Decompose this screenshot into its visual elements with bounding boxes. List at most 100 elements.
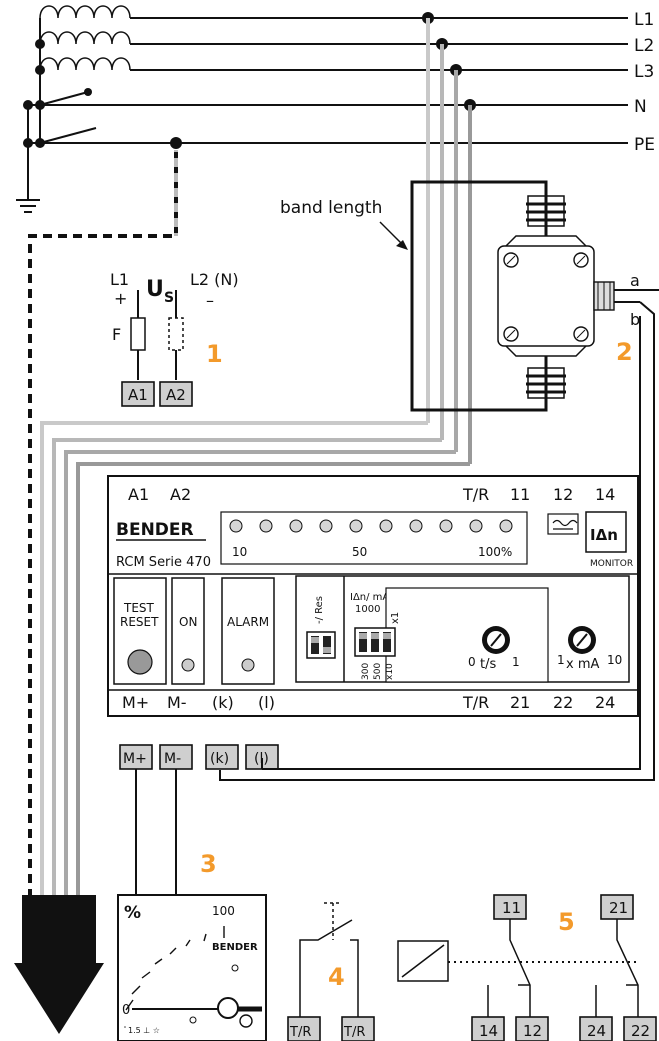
knob2-unit: x mA bbox=[566, 657, 599, 672]
device-terminal: 11 bbox=[510, 485, 530, 504]
relay-terminal bbox=[579, 1016, 613, 1041]
meter-brand: BENDER bbox=[212, 942, 258, 953]
band-length-label: band length bbox=[280, 198, 382, 218]
ext-terminal: M+ bbox=[123, 751, 147, 767]
device-terminal: T/R bbox=[462, 693, 489, 712]
led-2 bbox=[259, 519, 273, 533]
device-terminal: 24 bbox=[595, 693, 615, 712]
pe-dashed bbox=[28, 150, 178, 930]
on-label: ON bbox=[179, 615, 197, 629]
device-terminal: 21 bbox=[510, 693, 530, 712]
dip1-label: -/ Res bbox=[314, 596, 325, 624]
led-row bbox=[229, 519, 513, 533]
current-transformer bbox=[219, 195, 659, 781]
relay-terminal bbox=[471, 1016, 505, 1041]
led-7 bbox=[409, 519, 423, 533]
supply-number: 1 bbox=[206, 340, 223, 368]
switch-terminal bbox=[287, 1016, 321, 1041]
transformer-number: 2 bbox=[616, 338, 633, 366]
alarm-label: ALARM bbox=[227, 615, 269, 629]
led-8 bbox=[439, 519, 453, 533]
device-terminal: M+ bbox=[122, 693, 149, 712]
device-terminal: 14 bbox=[595, 485, 615, 504]
led-5 bbox=[349, 519, 363, 533]
device-terminal: T/R bbox=[462, 485, 489, 504]
device-terminal: M- bbox=[167, 693, 187, 712]
test-reset-button[interactable] bbox=[127, 649, 153, 675]
bar-label: 50 bbox=[352, 545, 367, 559]
device-terminal: (l) bbox=[258, 693, 275, 712]
device-terminal: (k) bbox=[212, 693, 234, 712]
on-led bbox=[181, 658, 195, 672]
meter-zero: 0 bbox=[122, 1003, 130, 1018]
relay-t21: 21 bbox=[609, 899, 628, 917]
device-terminal: A2 bbox=[170, 485, 191, 504]
reset-label: RESET bbox=[120, 615, 159, 629]
ext-terminal: M- bbox=[164, 751, 181, 767]
supply-us: U bbox=[146, 277, 164, 302]
bar-label: 10 bbox=[232, 545, 247, 559]
down-arrow-icon bbox=[14, 895, 104, 1034]
switch-number: 4 bbox=[328, 963, 345, 991]
line-label-n: N bbox=[634, 97, 647, 117]
device-terminal: 12 bbox=[553, 485, 573, 504]
ext-terminal: (k) bbox=[210, 751, 229, 767]
line-label-l2: L2 bbox=[634, 36, 654, 56]
relay-terminal bbox=[493, 894, 527, 920]
meter-max: 100 bbox=[212, 904, 235, 918]
line-label-l1: L1 bbox=[634, 10, 654, 30]
meter-pivot bbox=[217, 997, 239, 1019]
led-3 bbox=[289, 519, 303, 533]
relay-t11: 11 bbox=[502, 899, 521, 917]
led-6 bbox=[379, 519, 393, 533]
supply-a2: A2 bbox=[166, 386, 186, 404]
knob2-min: 1 bbox=[557, 653, 565, 667]
relay-terminal bbox=[623, 1016, 657, 1041]
supply-us-sub: S bbox=[164, 290, 174, 306]
dip2-bottom: 300 bbox=[361, 663, 371, 680]
relay-number: 5 bbox=[558, 908, 575, 936]
meter-footer: ﾟ1.5 ⊥ ☆ bbox=[124, 1026, 160, 1035]
supply-voltage bbox=[121, 290, 193, 407]
line-label-pe: PE bbox=[634, 135, 655, 155]
supply-fuse: F bbox=[112, 325, 121, 344]
switch-tr2: T/R bbox=[343, 1025, 365, 1040]
test-label: TEST bbox=[123, 601, 155, 615]
supply-lines bbox=[27, 17, 628, 200]
band-length-arrow bbox=[379, 221, 405, 247]
knob1-max: 1 bbox=[512, 655, 520, 669]
bar-label: 100% bbox=[478, 545, 512, 559]
led-9 bbox=[469, 519, 483, 533]
meter-percent: % bbox=[124, 903, 141, 923]
led-1 bbox=[229, 519, 243, 533]
supply-coils bbox=[39, 5, 131, 71]
relay-contacts bbox=[397, 918, 640, 1018]
dip2-label: 1000 bbox=[355, 604, 380, 615]
switch-terminal bbox=[341, 1016, 375, 1041]
supply-l2n: L2 (N) bbox=[190, 270, 239, 289]
knob-time[interactable] bbox=[482, 626, 510, 654]
knob1-unit: t/s bbox=[480, 657, 496, 672]
switch-tr1: T/R bbox=[289, 1025, 311, 1040]
monitor-button[interactable] bbox=[585, 511, 627, 553]
supply-a1: A1 bbox=[128, 386, 148, 404]
led-4 bbox=[319, 519, 333, 533]
transformer-a: a bbox=[630, 271, 640, 290]
dip2-label: IΔn/ mA bbox=[350, 592, 389, 603]
alarm-switch bbox=[299, 902, 359, 1018]
supply-plus: + bbox=[114, 289, 127, 308]
meter-adjust-screw[interactable] bbox=[239, 1014, 253, 1028]
ext-terminal: (l) bbox=[254, 751, 269, 767]
signal-symbol-icon bbox=[547, 513, 579, 535]
device-bottom-terminals: M+ M- (k) (l) T/R 21 22 24 bbox=[122, 693, 615, 712]
ground-icon bbox=[16, 199, 40, 213]
dip2-bottom: 500 bbox=[373, 663, 383, 680]
relay-t12: 12 bbox=[523, 1022, 542, 1040]
supply-l1: L1 bbox=[110, 270, 129, 289]
knob-current[interactable] bbox=[568, 626, 596, 654]
supply-minus: – bbox=[206, 291, 214, 310]
alarm-led bbox=[241, 658, 255, 672]
relay-terminal bbox=[600, 894, 634, 920]
device-terminal: 22 bbox=[553, 693, 573, 712]
